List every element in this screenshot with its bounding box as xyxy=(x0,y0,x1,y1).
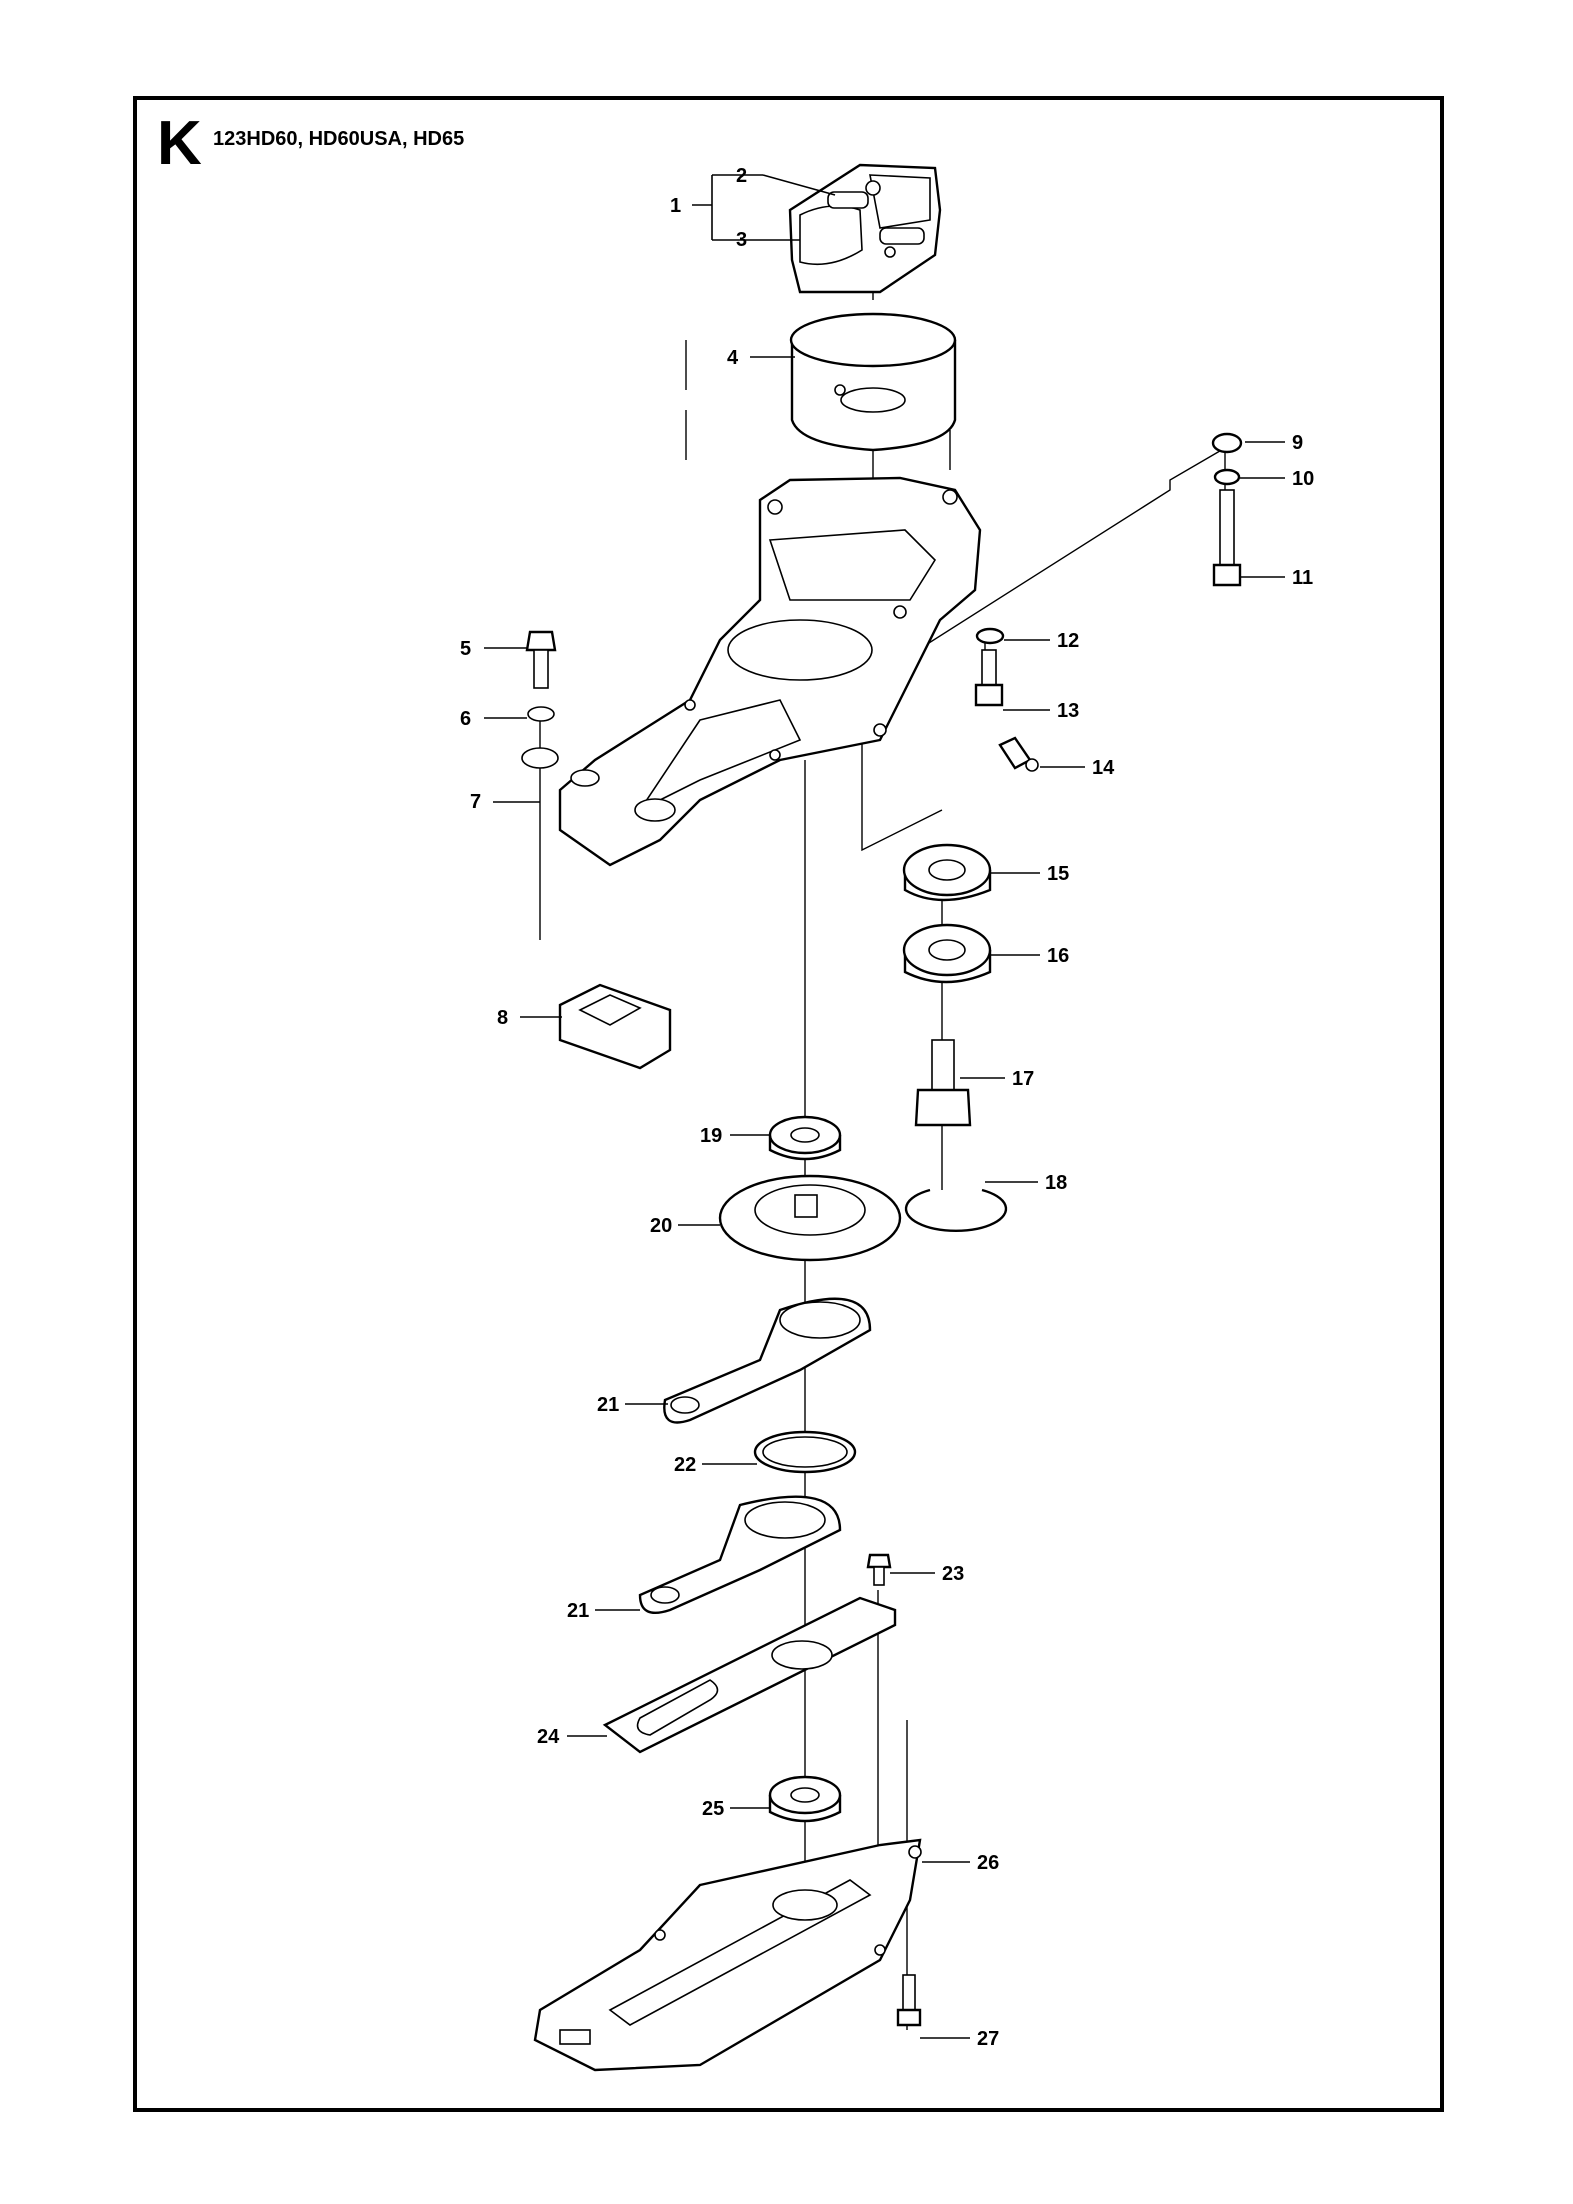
washer-6 xyxy=(527,706,555,722)
part-label-8: 8 xyxy=(497,1007,508,1029)
bearing-25 xyxy=(768,1775,842,1823)
gear-housing xyxy=(521,476,982,867)
bearing-16 xyxy=(902,923,992,984)
part-label-23: 23 xyxy=(942,1563,964,1585)
part-label-25: 25 xyxy=(702,1798,724,1820)
clutch-drum xyxy=(789,312,957,452)
bearing-15 xyxy=(902,843,992,902)
gear-20 xyxy=(718,1174,902,1262)
part-label-5: 5 xyxy=(460,638,471,660)
rubber-block-8 xyxy=(558,983,672,1070)
part-label-13: 13 xyxy=(1057,700,1079,722)
bearing-19 xyxy=(768,1115,842,1161)
connecting-rod-21b xyxy=(638,1495,842,1615)
part-label-14: 14 xyxy=(1092,757,1115,779)
diagram-frame xyxy=(133,96,1444,2112)
clutch-assembly xyxy=(788,163,942,294)
circlip-22 xyxy=(753,1430,857,1474)
part-label-1: 1 xyxy=(670,195,681,217)
part-label-24: 24 xyxy=(537,1726,560,1748)
bolt-11 xyxy=(1212,489,1242,587)
part-label-15: 15 xyxy=(1047,863,1069,885)
washer-12 xyxy=(975,627,1005,645)
part-label-16: 16 xyxy=(1047,945,1069,967)
part-label-10: 10 xyxy=(1292,468,1314,490)
part-label-17: 17 xyxy=(1012,1068,1034,1090)
part-label-6: 6 xyxy=(460,708,471,730)
part-label-27: 27 xyxy=(977,2028,999,2050)
part-label-2: 2 xyxy=(736,165,747,187)
part-label-21a: 21 xyxy=(597,1394,619,1416)
part-label-11: 11 xyxy=(1292,567,1313,589)
screw-27 xyxy=(896,1974,922,2027)
connecting-rod-21a xyxy=(663,1297,872,1424)
guide-plate-24 xyxy=(602,1596,897,1754)
part-label-19: 19 xyxy=(700,1125,722,1147)
circlip-18 xyxy=(904,1188,1008,1232)
part-label-22: 22 xyxy=(674,1454,696,1476)
part-label-9: 9 xyxy=(1292,432,1303,454)
part-label-3: 3 xyxy=(736,229,747,251)
washer-9 xyxy=(1211,432,1243,454)
model-title: 123HD60, HD60USA, HD65 xyxy=(213,128,465,150)
part-label-4: 4 xyxy=(727,347,739,369)
part-labels: 1 2 3 4 5 6 7 8 9 10 11 12 13 14 15 16 1… xyxy=(460,165,1314,2050)
leader-lines xyxy=(484,174,1285,2039)
part-label-7: 7 xyxy=(470,791,481,813)
part-label-26: 26 xyxy=(977,1852,999,1874)
bolt-13 xyxy=(974,649,1004,707)
gear-cover-26 xyxy=(533,1838,922,2072)
washer-10 xyxy=(1213,468,1241,486)
part-label-12: 12 xyxy=(1057,630,1079,652)
screw-5 xyxy=(525,630,557,689)
section-letter: K xyxy=(157,109,202,178)
part-label-21b: 21 xyxy=(567,1600,589,1622)
part-label-20: 20 xyxy=(650,1215,672,1237)
pinion-17 xyxy=(914,1039,972,1127)
grease-nipple-14 xyxy=(998,736,1039,772)
part-label-18: 18 xyxy=(1045,1172,1067,1194)
screw-23 xyxy=(866,1553,892,1586)
